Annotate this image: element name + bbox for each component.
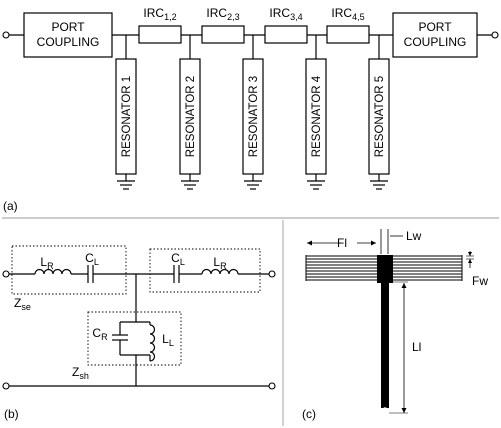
panel-b: LR CL CL LR CR LL Zse Zsh (b) [2,245,276,421]
resonator-3: RESONATOR 3 [242,35,264,190]
irc-4-5: IRC4,5 [326,6,370,44]
panel-c-caption: (c) [302,407,316,421]
port-coupling-left-line2: COUPLING [37,35,100,49]
port-coupling-left-line1: PORT [51,20,85,34]
shunt-group [87,311,182,366]
resonator-4: RESONATOR 4 [305,35,327,190]
series-right-inductor [201,268,239,275]
panel-a-caption: (a) [3,199,18,213]
zse-label: Zse [14,296,31,312]
port-coupling-left: PORT COUPLING [23,12,113,58]
irc-3-4: IRC3,4 [264,6,308,44]
port-coupling-left-box [23,12,113,58]
resonator-1: RESONATOR 1 [115,35,137,190]
series-right-group [149,248,261,293]
series-right-inductor-label: LR [213,255,227,271]
fw-label: Fw [472,274,488,288]
zsh-label: Zsh [72,365,89,381]
resonator-3-label: RESONATOR 3 [248,76,260,157]
resonator-4-label: RESONATOR 4 [311,75,323,157]
irc-3-4-box [264,25,308,44]
series-right-capacitor-label: CL [171,251,185,267]
panel-a: PORT COUPLING PORT COUPLING IRC1,2 IRC2,… [2,6,499,213]
series-left-inductor-label: LR [40,255,54,271]
panel-b-output-bottom-terminal [268,382,276,390]
irc-2-3-box [201,25,245,44]
resonator-1-label: RESONATOR 1 [121,76,133,157]
shunt-inductor-label: LL [162,332,174,348]
feed-line [381,281,389,408]
center-patch [377,255,393,283]
panel-b-caption: (b) [4,407,19,421]
irc-3-4-label: IRC3,4 [269,6,302,22]
shunt-inductor [149,324,156,362]
port-coupling-right: PORT COUPLING [392,12,478,58]
panel-b-output-top-terminal [268,270,276,278]
irc-4-5-box [326,25,370,44]
port-coupling-right-box [392,12,478,58]
series-left-capacitor-label: CL [85,251,99,267]
panel-b-input-top-terminal [2,270,10,278]
irc-1-2: IRC1,2 [138,6,182,44]
panel-b-input-bottom-terminal [2,382,10,390]
series-left-group [11,245,127,295]
irc-4-5-label: IRC4,5 [331,6,364,22]
irc-2-3: IRC2,3 [201,6,245,44]
panel-c: Fl Lw Fw Ll (c) [302,229,488,421]
output-terminal [491,31,499,39]
resonator-2: RESONATOR 2 [179,35,201,190]
ll-label: Ll [412,340,421,354]
port-coupling-right-line1: PORT [418,20,452,34]
resonator-5: RESONATOR 5 [368,35,390,190]
via-hole [382,407,388,413]
port-coupling-right-line2: COUPLING [404,35,467,49]
lw-label: Lw [406,229,422,243]
series-left-inductor [34,268,72,275]
irc-1-2-label: IRC1,2 [143,6,176,22]
irc-1-2-box [138,25,182,44]
resonator-5-label: RESONATOR 5 [374,76,386,157]
resonator-2-label: RESONATOR 2 [185,76,197,157]
shunt-capacitor-label: CR [92,326,108,342]
input-terminal [2,31,10,39]
irc-2-3-label: IRC2,3 [206,6,239,22]
fl-label: Fl [337,236,347,250]
